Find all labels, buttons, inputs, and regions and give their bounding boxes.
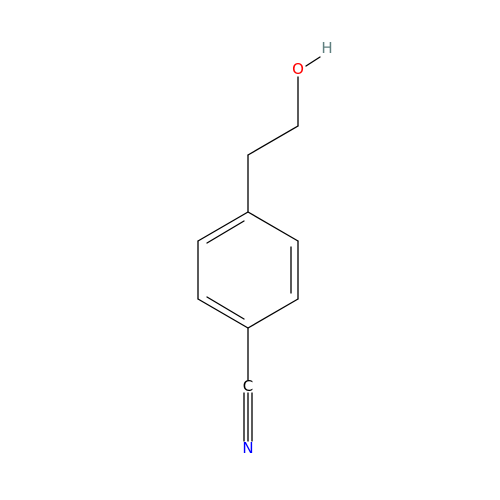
ring-double-bond-inner-bottom-left bbox=[206, 296, 245, 320]
bond-c1-c2 bbox=[247, 125, 299, 156]
bond-o-h bbox=[305, 56, 321, 67]
oxygen-atom-label: O bbox=[292, 60, 304, 78]
ring-bond-4 bbox=[197, 298, 249, 329]
hydrogen-atom-label: H bbox=[321, 39, 332, 57]
ring-bond-3 bbox=[247, 298, 299, 329]
nitrile-carbon-atom-label: C bbox=[243, 377, 253, 395]
ring-bond-1 bbox=[247, 211, 299, 242]
ring-double-bond-inner-top-left bbox=[206, 220, 245, 244]
nitrogen-atom-label: N bbox=[242, 439, 253, 457]
ring-bond-6 bbox=[197, 211, 249, 242]
